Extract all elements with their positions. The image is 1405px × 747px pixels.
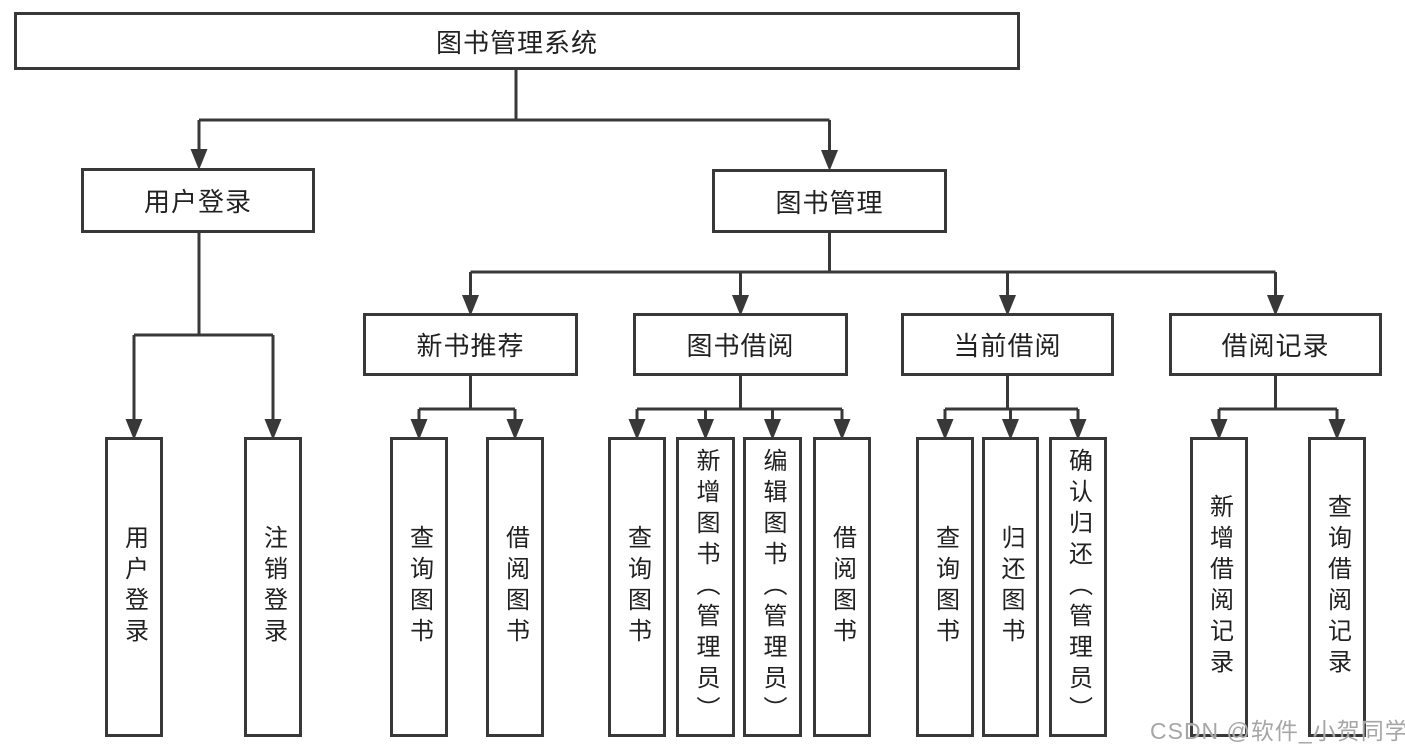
node-leaf-query-books-current: 查询图书	[916, 437, 974, 737]
node-leaf-borrow-books-recommend: 借阅图书	[486, 437, 544, 737]
node-label: 查询图书	[405, 525, 433, 649]
node-book-management: 图书管理	[712, 169, 947, 233]
node-leaf-query-books-borrowing: 查询图书	[608, 437, 666, 737]
node-label: 确认归还（管理员）	[1064, 447, 1092, 727]
node-borrowing-records: 借阅记录	[1169, 313, 1382, 376]
node-label: 当前借阅	[953, 331, 1062, 361]
node-label: 用户登录	[143, 187, 252, 217]
node-leaf-logout: 注销登录	[244, 437, 302, 737]
node-label: 新增借阅记录	[1205, 494, 1233, 680]
node-label: 编辑图书（管理员）	[759, 447, 786, 727]
node-leaf-add-borrow-record: 新增借阅记录	[1190, 437, 1248, 737]
node-leaf-query-borrow-record: 查询借阅记录	[1308, 437, 1366, 737]
node-label: 图书借阅	[686, 331, 795, 361]
node-book-borrowing: 图书借阅	[633, 313, 848, 376]
node-leaf-return-books: 归还图书	[982, 437, 1039, 737]
node-label: 用户登录	[120, 525, 148, 649]
node-leaf-user-login: 用户登录	[105, 437, 163, 737]
node-label: 借阅图书	[501, 525, 529, 649]
node-leaf-edit-book-admin: 编辑图书（管理员）	[743, 437, 802, 737]
node-label: 新增图书（管理员）	[692, 447, 719, 727]
node-label: 借阅图书	[828, 525, 856, 649]
node-label: 归还图书	[997, 525, 1024, 649]
node-label: 图书管理系统	[435, 27, 598, 58]
node-current-borrowing: 当前借阅	[901, 313, 1114, 376]
node-label: 新书推荐	[416, 331, 525, 361]
node-label: 注销登录	[259, 525, 287, 649]
arrowheads	[125, 149, 1346, 440]
node-label: 借阅记录	[1221, 331, 1330, 361]
node-user-login: 用户登录	[81, 168, 315, 233]
node-leaf-query-books-recommend: 查询图书	[390, 437, 448, 737]
node-leaf-borrow-books-borrowing: 借阅图书	[813, 437, 871, 737]
node-leaf-add-book-admin: 新增图书（管理员）	[676, 437, 735, 737]
node-label: 查询图书	[623, 525, 651, 649]
node-leaf-confirm-return-admin: 确认归还（管理员）	[1049, 437, 1107, 737]
node-label: 图书管理	[775, 187, 884, 218]
node-new-book-recommendation: 新书推荐	[363, 313, 578, 376]
watermark-text: CSDN @软件_小贺同学	[1150, 718, 1405, 744]
node-label: 查询借阅记录	[1323, 494, 1351, 680]
node-library-management-system: 图书管理系统	[14, 12, 1020, 70]
node-label: 查询图书	[931, 525, 959, 649]
